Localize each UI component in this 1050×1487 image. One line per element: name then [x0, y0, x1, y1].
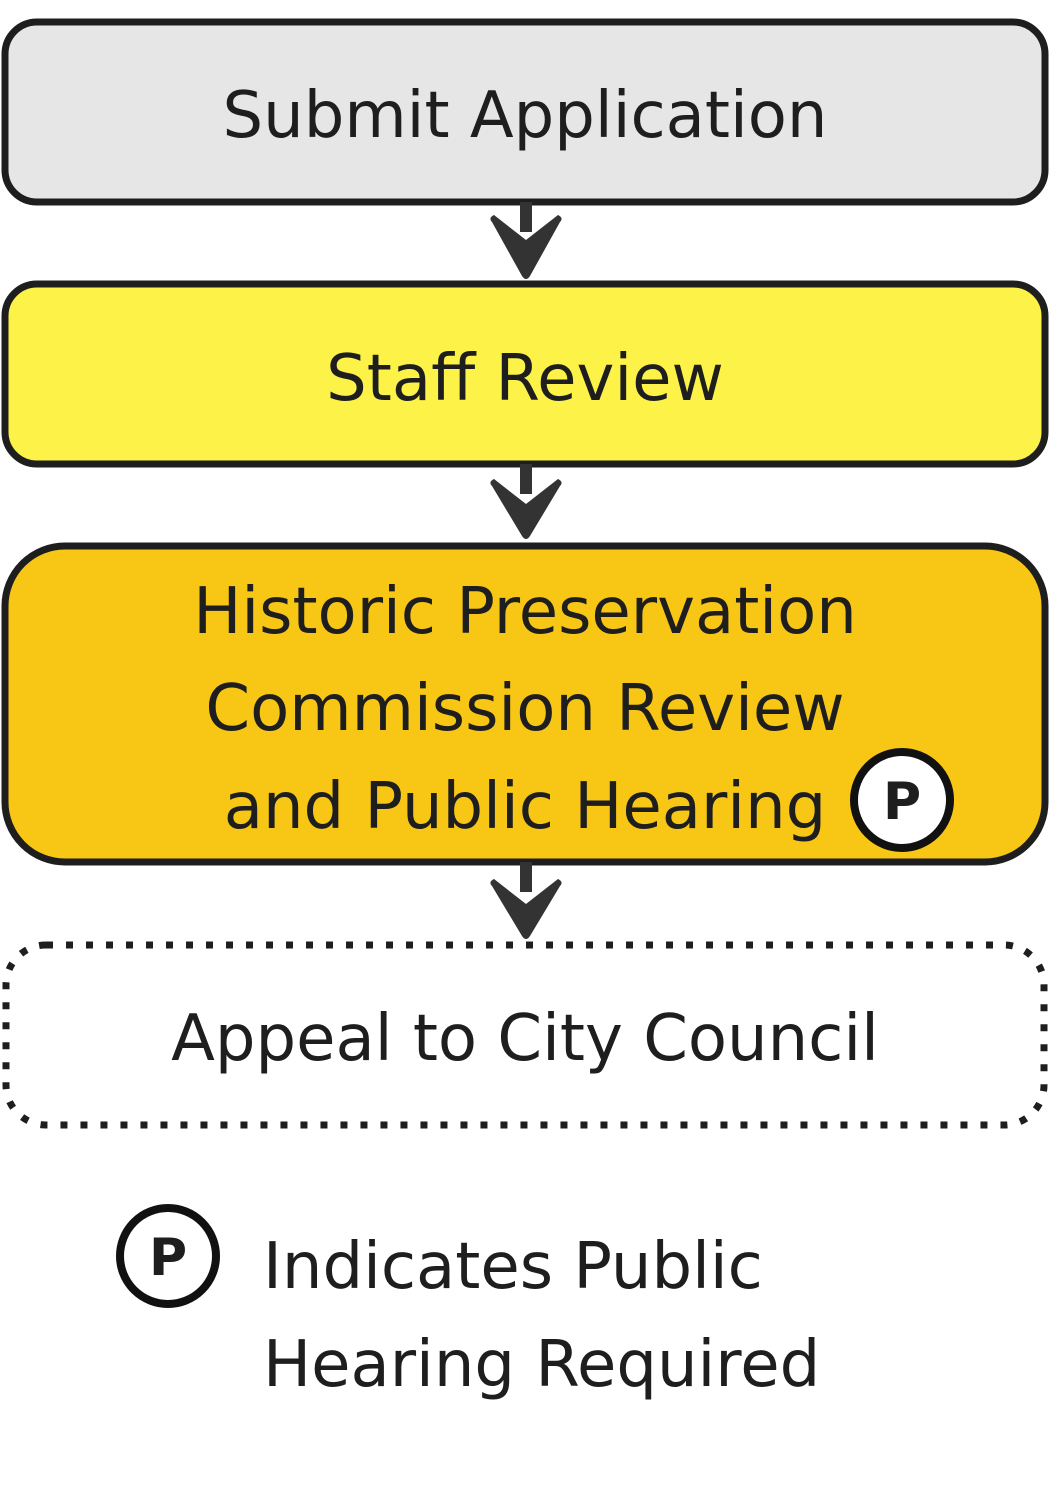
step-label: Submit Application	[223, 79, 828, 153]
svg-text:P: P	[883, 772, 921, 832]
step-label-line: Historic Preservation	[193, 575, 857, 649]
step-box	[2, 941, 1048, 1129]
step-label: Appeal to City Council	[171, 1002, 879, 1076]
svg-text:P: P	[149, 1228, 187, 1288]
step-submit-application: Submit Application	[1, 18, 1049, 206]
arrow-down-icon	[490, 862, 562, 939]
step-staff-review: Staff Review	[1, 280, 1049, 468]
legend: P Indicates Public Hearing Required	[116, 1204, 820, 1402]
public-hearing-badge-icon: P	[850, 748, 954, 852]
legend-text-line: Indicates Public	[263, 1230, 763, 1304]
step-label-line: Commission Review	[205, 672, 844, 746]
arrow-down-icon	[490, 202, 562, 279]
legend-text-line: Hearing Required	[263, 1328, 820, 1402]
step-hpc-review: Historic Preservation Commission Review …	[1, 542, 1049, 866]
step-label: Staff Review	[326, 342, 724, 416]
public-hearing-badge-icon: P	[116, 1204, 220, 1308]
arrow-down-icon	[490, 464, 562, 539]
step-label-line: and Public Hearing	[224, 770, 827, 844]
step-appeal-city-council: Appeal to City Council	[2, 941, 1048, 1129]
